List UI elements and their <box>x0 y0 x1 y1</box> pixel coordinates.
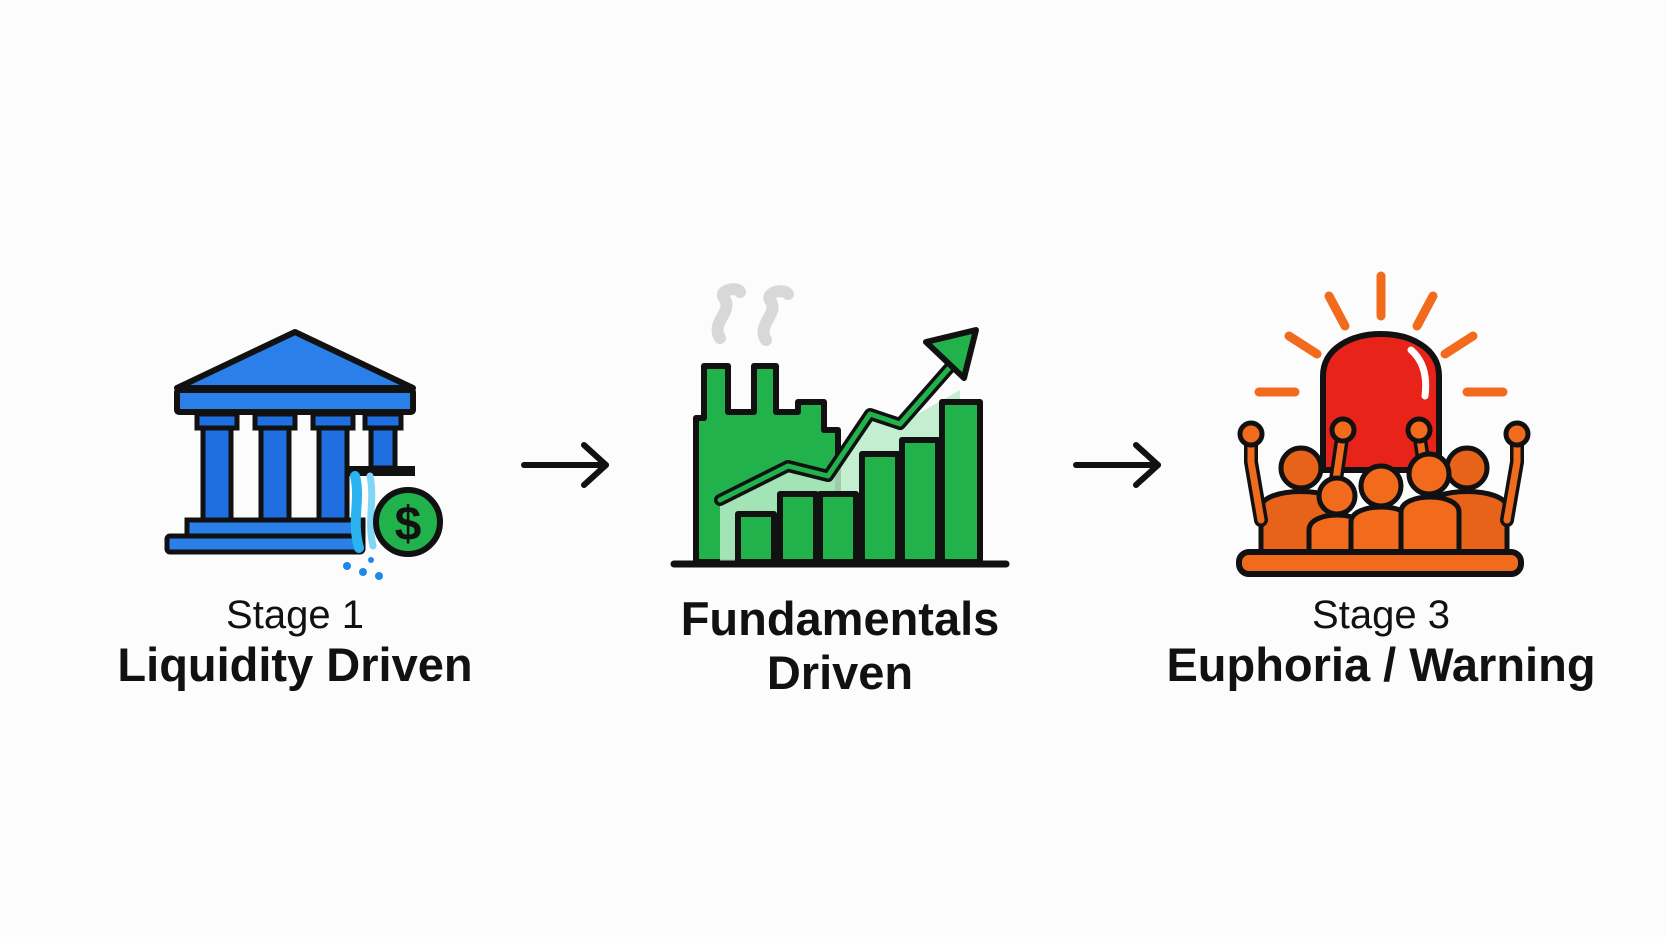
stage-3-title: Euphoria / Warning <box>1166 638 1596 691</box>
stage-2-label: Fundamentals Driven <box>570 592 1110 700</box>
factory-with-growth-chart-icon <box>670 283 1010 568</box>
arrow-right-icon <box>521 442 609 488</box>
stage-2-title-line2: Driven <box>766 646 914 699</box>
stage-2: Fundamentals Driven <box>570 0 1110 937</box>
stage-1-kicker: Stage 1 <box>226 593 364 637</box>
crowd-with-alarm-siren-icon <box>1236 271 1531 577</box>
svg-text:$: $ <box>395 498 422 551</box>
stage-1-title: Liquidity Driven <box>117 638 473 691</box>
arrow-right-icon <box>1073 442 1161 488</box>
stage-3: Stage 3 Euphoria / Warning <box>1111 0 1651 937</box>
bank-with-money-flow-icon: $ <box>164 329 443 580</box>
stage-3-label: Stage 3 Euphoria / Warning <box>1111 592 1651 692</box>
stage-2-title-line1: Fundamentals <box>680 592 1000 645</box>
stage-1-label: Stage 1 Liquidity Driven <box>25 592 565 692</box>
stage-1: $ Stage 1 Liquidity Driven <box>25 0 565 937</box>
stage-3-kicker: Stage 3 <box>1312 593 1450 637</box>
